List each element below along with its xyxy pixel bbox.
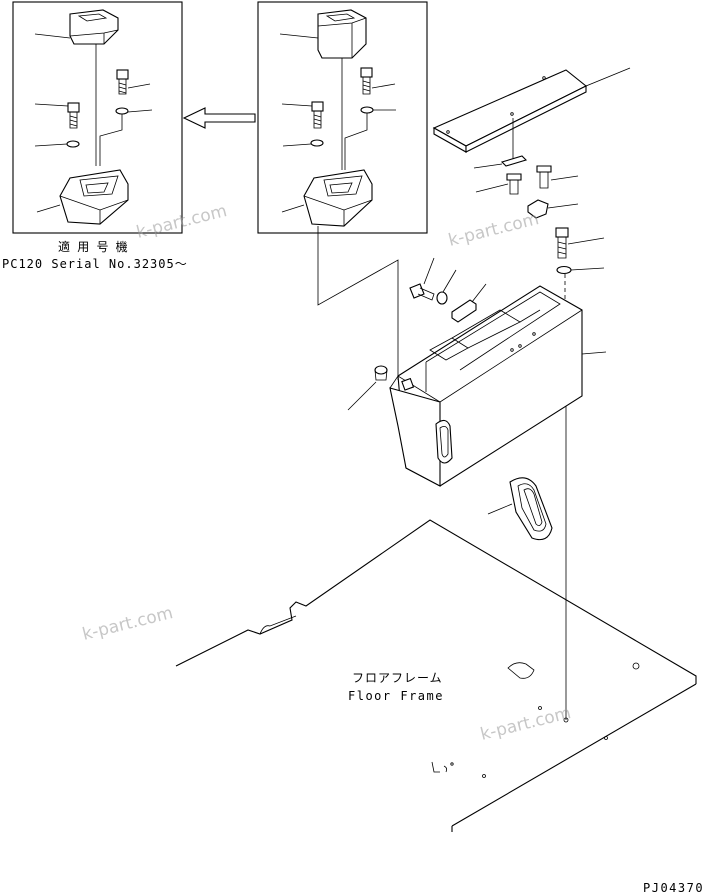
bolt-part	[116, 69, 129, 95]
top-cover-plate	[432, 67, 631, 153]
washer-part	[556, 265, 572, 275]
watermark: k-part.com	[80, 603, 175, 645]
bolt-part	[536, 165, 552, 189]
switch-box-part	[317, 9, 367, 59]
inset-frame-left	[12, 1, 183, 234]
cap-part	[347, 365, 388, 411]
washer-part	[360, 106, 374, 114]
washer-part	[310, 139, 324, 147]
bolt-part	[409, 283, 435, 301]
applicability-serial: PC120 Serial No.32305〜	[2, 257, 188, 271]
bolt-part	[311, 101, 324, 129]
watermark: k-part.com	[478, 703, 573, 745]
washer-part	[66, 140, 80, 148]
floor-frame	[175, 519, 697, 832]
inset-frame-right	[257, 1, 428, 234]
bolt-part	[67, 102, 80, 129]
bezel-part	[303, 169, 373, 227]
bolt-part	[506, 173, 522, 195]
console-box	[389, 285, 607, 487]
left-arrow-icon	[182, 107, 256, 129]
inset-current-version	[257, 1, 428, 234]
nut-part	[527, 199, 549, 219]
bezel-part	[59, 169, 129, 225]
floor-frame-label-jp: フロアフレーム	[352, 671, 443, 685]
clip-nut-part	[451, 299, 477, 323]
bolt-part	[555, 227, 569, 259]
inset-alternate-version	[12, 1, 183, 234]
switch-box-part	[69, 9, 119, 45]
drawing-number: PJ04370	[643, 881, 704, 895]
applicability-title: 適 用 号 機	[58, 239, 128, 254]
floor-frame-label-en: Floor Frame	[348, 689, 444, 703]
watermark: k-part.com	[446, 209, 541, 251]
washer-part	[436, 291, 448, 305]
bracket-part	[500, 155, 528, 167]
bolt-part	[360, 67, 373, 95]
grommet-part	[487, 477, 553, 541]
washer-part	[115, 107, 129, 115]
